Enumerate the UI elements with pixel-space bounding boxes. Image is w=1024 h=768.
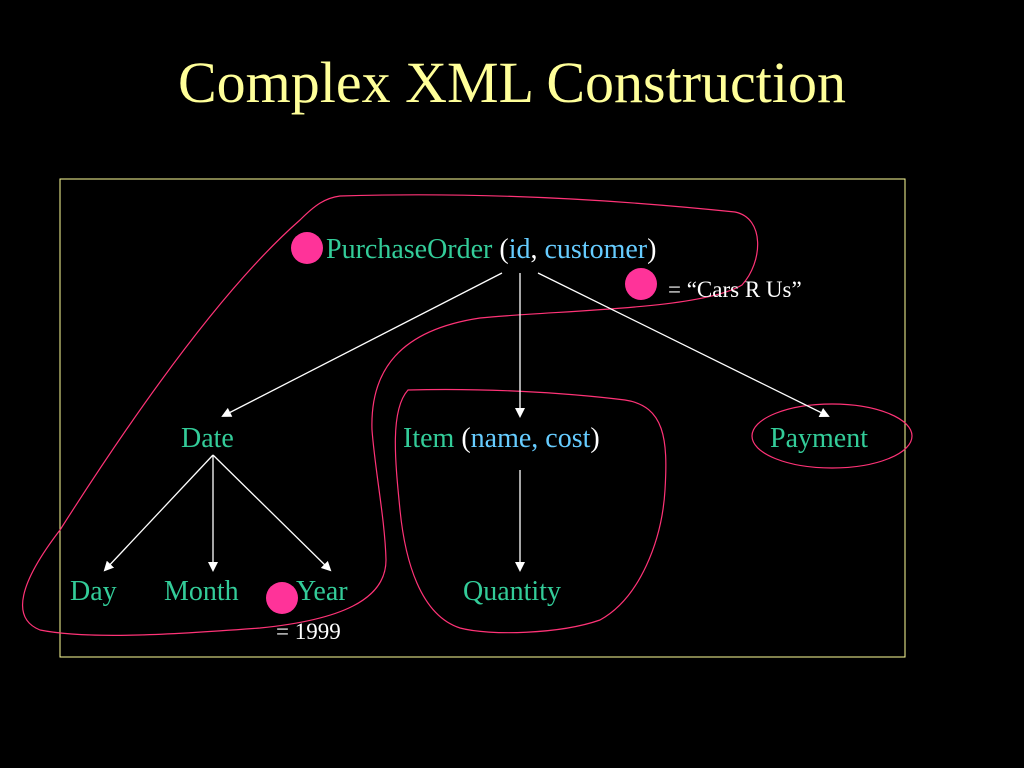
item-open-paren: ( [461, 423, 471, 454]
purchaseorder-close-paren: ) [647, 234, 657, 265]
node-month: Month [164, 576, 239, 607]
node-item: Item (name, cost) [403, 425, 600, 453]
node-date: Date [181, 423, 234, 454]
marker-customer [625, 268, 657, 300]
node-quantity: Quantity [463, 576, 561, 607]
year-value: = 1999 [276, 619, 341, 644]
item-attrs: name, cost [470, 423, 591, 454]
slide-title: Complex XML Construction [177, 50, 847, 115]
edge-date-year [212, 454, 332, 572]
outline-item-group [394, 388, 667, 634]
edge-root-payment [537, 272, 830, 417]
marker-root [291, 232, 323, 264]
node-purchaseorder: PurchaseOrder (id, customer) [326, 236, 656, 264]
diagram-frame [59, 178, 906, 658]
purchaseorder-label: PurchaseOrder [326, 234, 493, 265]
item-label: Item [403, 423, 455, 454]
node-day: Day [70, 576, 117, 607]
edge-date-day [103, 454, 214, 572]
purchaseorder-attr-id: id [508, 234, 531, 265]
item-close-paren: ) [590, 423, 600, 454]
outline-payment [751, 403, 913, 469]
node-payment: Payment [770, 423, 868, 454]
outline-root-date-group [22, 194, 759, 636]
purchaseorder-comma: , [530, 234, 538, 265]
node-year: Year [296, 576, 348, 607]
customer-value: = “Cars R Us” [668, 277, 802, 302]
edge-root-date [221, 272, 503, 417]
marker-year [266, 582, 298, 614]
purchaseorder-attr-customer: customer [544, 234, 648, 265]
purchaseorder-open-paren: ( [499, 234, 509, 265]
